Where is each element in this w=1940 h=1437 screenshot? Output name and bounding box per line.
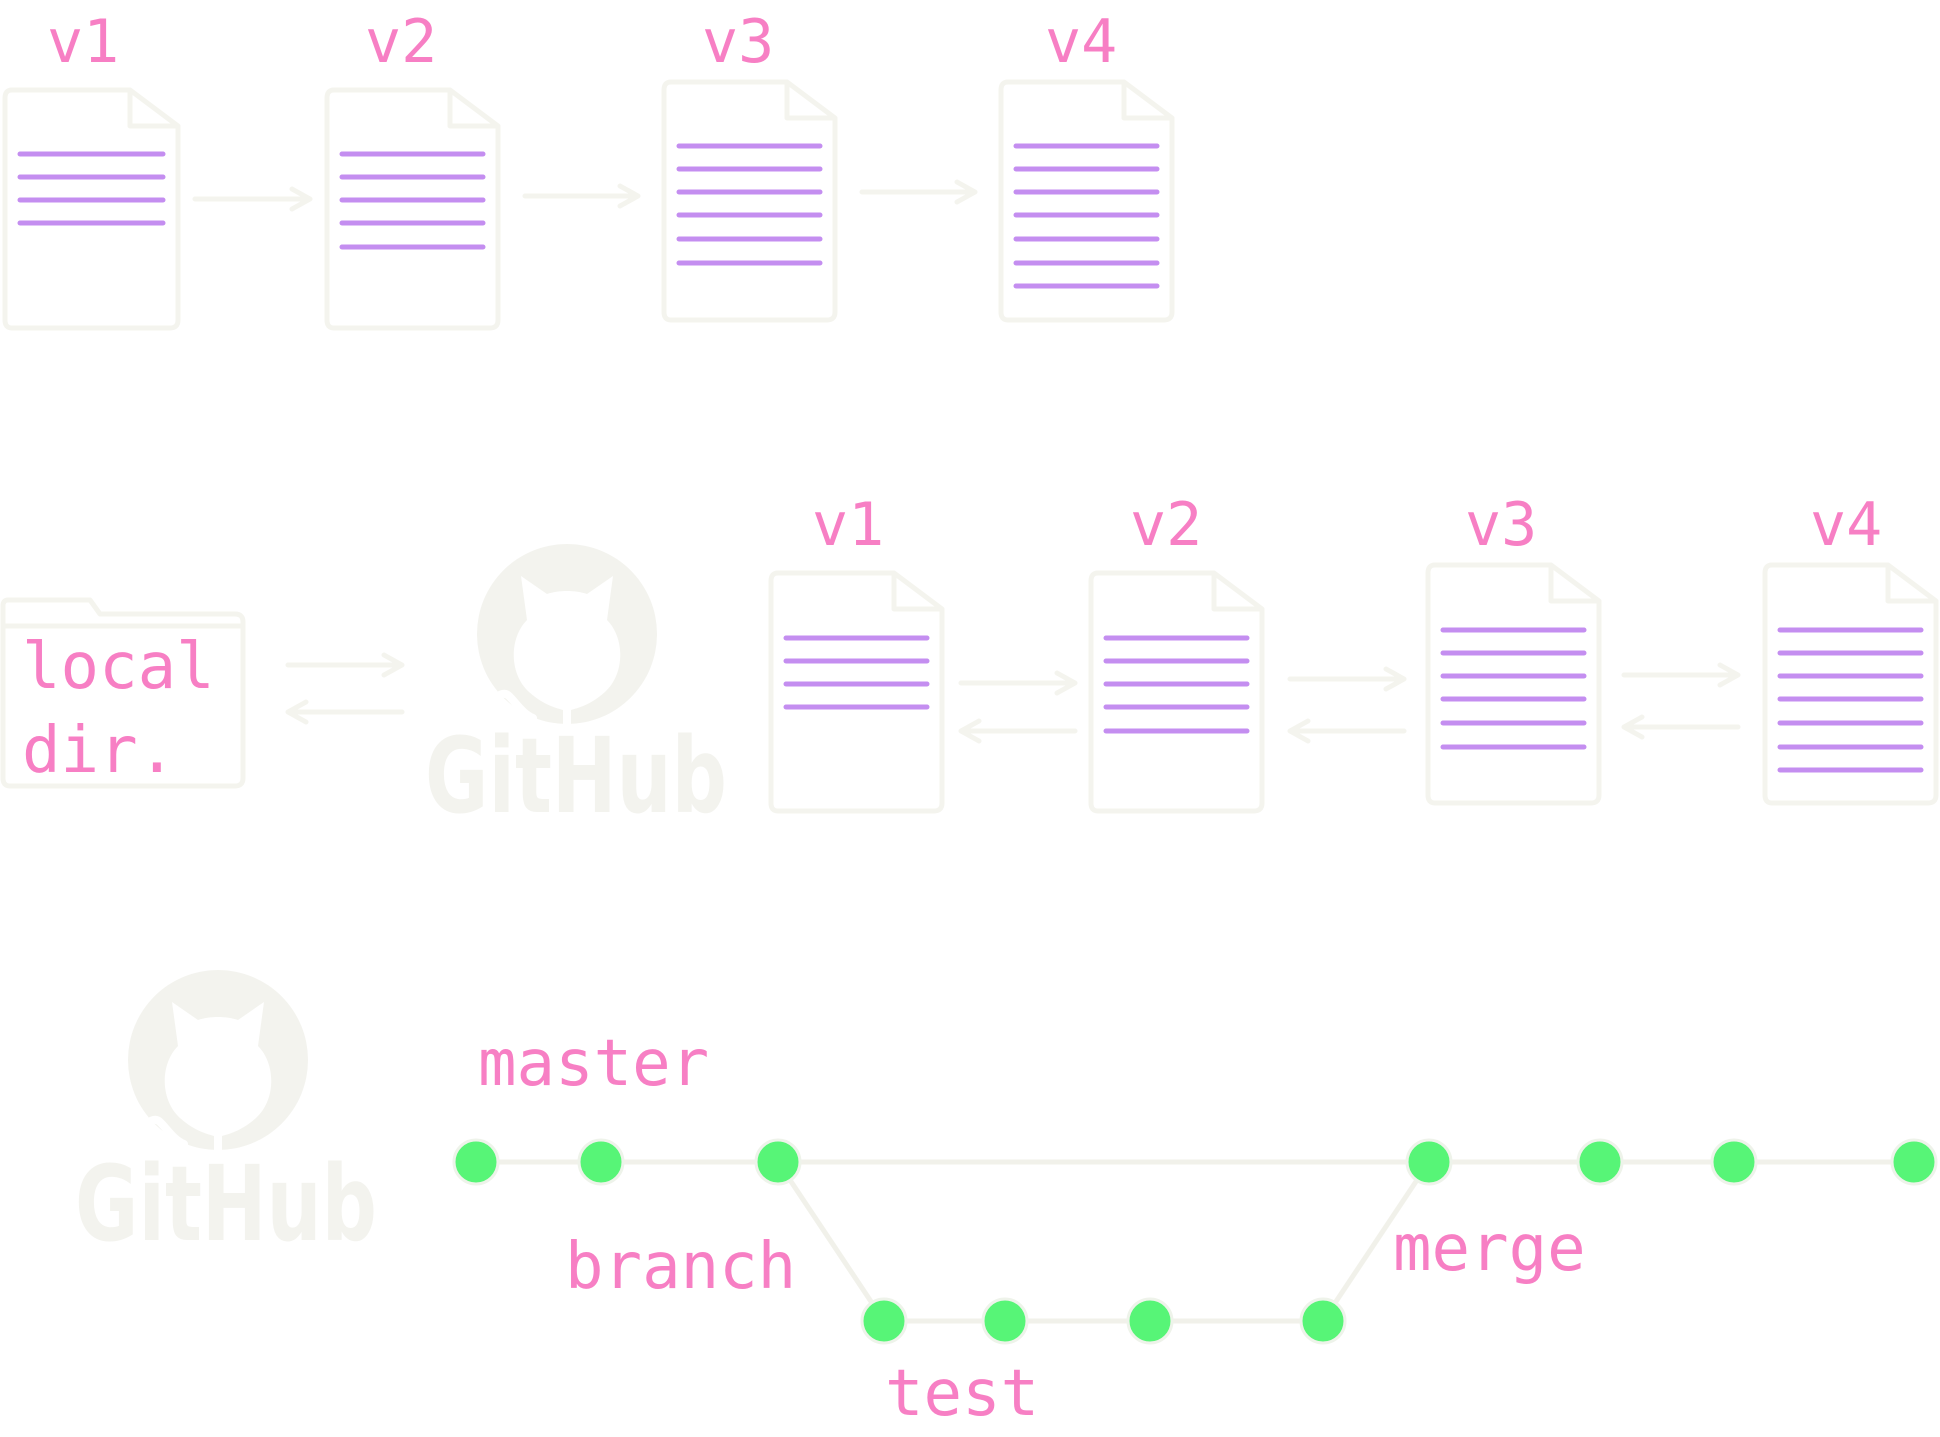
- master-commit-node: [1710, 1138, 1758, 1186]
- row2-arrow-forward-2: [1287, 666, 1407, 692]
- row2-arrow-back-1: [958, 718, 1078, 744]
- row2-v1-label: v1: [812, 490, 884, 560]
- row2-v2-label: v2: [1130, 490, 1202, 560]
- master-commit-node: [452, 1138, 500, 1186]
- github-logo-row2: GitHub: [425, 544, 727, 837]
- row2-v4-label: v4: [1810, 490, 1882, 560]
- push-arrow: [285, 652, 405, 678]
- test-commit-node: [1126, 1297, 1174, 1345]
- row1-arrow-1: [192, 186, 313, 212]
- test-commit-node: [981, 1297, 1029, 1345]
- row2-arrow-back-3: [1621, 714, 1741, 740]
- local-folder-label-line2: dir.: [22, 714, 176, 788]
- branch-line: [775, 1159, 887, 1324]
- local-folder-label-line1: local: [22, 630, 215, 704]
- row2-v3-label: v3: [1465, 490, 1537, 560]
- test-label: test: [885, 1357, 1039, 1431]
- row1-document-v2-icon: [324, 87, 501, 331]
- row2-remote-sync: local dir. GitHub v1 v2 v3 v4: [0, 490, 1939, 837]
- row3-branching: GitHub master branch test merge: [75, 970, 1938, 1431]
- master-commit-node: [577, 1138, 625, 1186]
- local-folder-icon: local dir.: [0, 597, 246, 789]
- merge-line: [1320, 1159, 1432, 1324]
- master-commit-node: [1576, 1138, 1624, 1186]
- github-logo-row3: GitHub: [75, 970, 377, 1265]
- row1-document-v4-icon: [998, 79, 1175, 323]
- github-logo-text-row2: GitHub: [425, 715, 727, 837]
- row1-v4-label: v4: [1045, 7, 1117, 77]
- github-logo-text-row3: GitHub: [75, 1143, 377, 1265]
- master-commit-node: [754, 1138, 802, 1186]
- row1-arrow-2: [522, 183, 641, 209]
- pull-arrow: [285, 699, 405, 725]
- row2-document-v1-icon: [768, 570, 945, 814]
- row2-document-v2-icon: [1088, 570, 1265, 814]
- master-label: master: [478, 1027, 709, 1101]
- row1-v1-label: v1: [47, 7, 119, 77]
- row1-v2-label: v2: [365, 7, 437, 77]
- github-octocat-icon: [128, 970, 308, 1150]
- merge-label: merge: [1393, 1212, 1586, 1286]
- row2-document-v3-icon: [1425, 562, 1602, 806]
- row1-version-chain: v1 v2 v3 v4: [2, 7, 1175, 331]
- test-commit-node: [860, 1297, 908, 1345]
- row2-arrow-back-2: [1287, 718, 1407, 744]
- master-commit-node: [1405, 1138, 1453, 1186]
- row2-document-v4-icon: [1762, 562, 1939, 806]
- test-commit-node: [1299, 1297, 1347, 1345]
- row1-v3-label: v3: [702, 7, 774, 77]
- row1-arrow-3: [859, 179, 978, 205]
- master-commit-node: [1890, 1138, 1938, 1186]
- row2-arrow-forward-1: [958, 670, 1078, 696]
- row1-document-v3-icon: [661, 79, 838, 323]
- row2-arrow-forward-3: [1621, 662, 1741, 688]
- github-octocat-icon: [477, 544, 657, 724]
- branch-label: branch: [565, 1230, 796, 1304]
- row1-document-v1-icon: [2, 87, 181, 331]
